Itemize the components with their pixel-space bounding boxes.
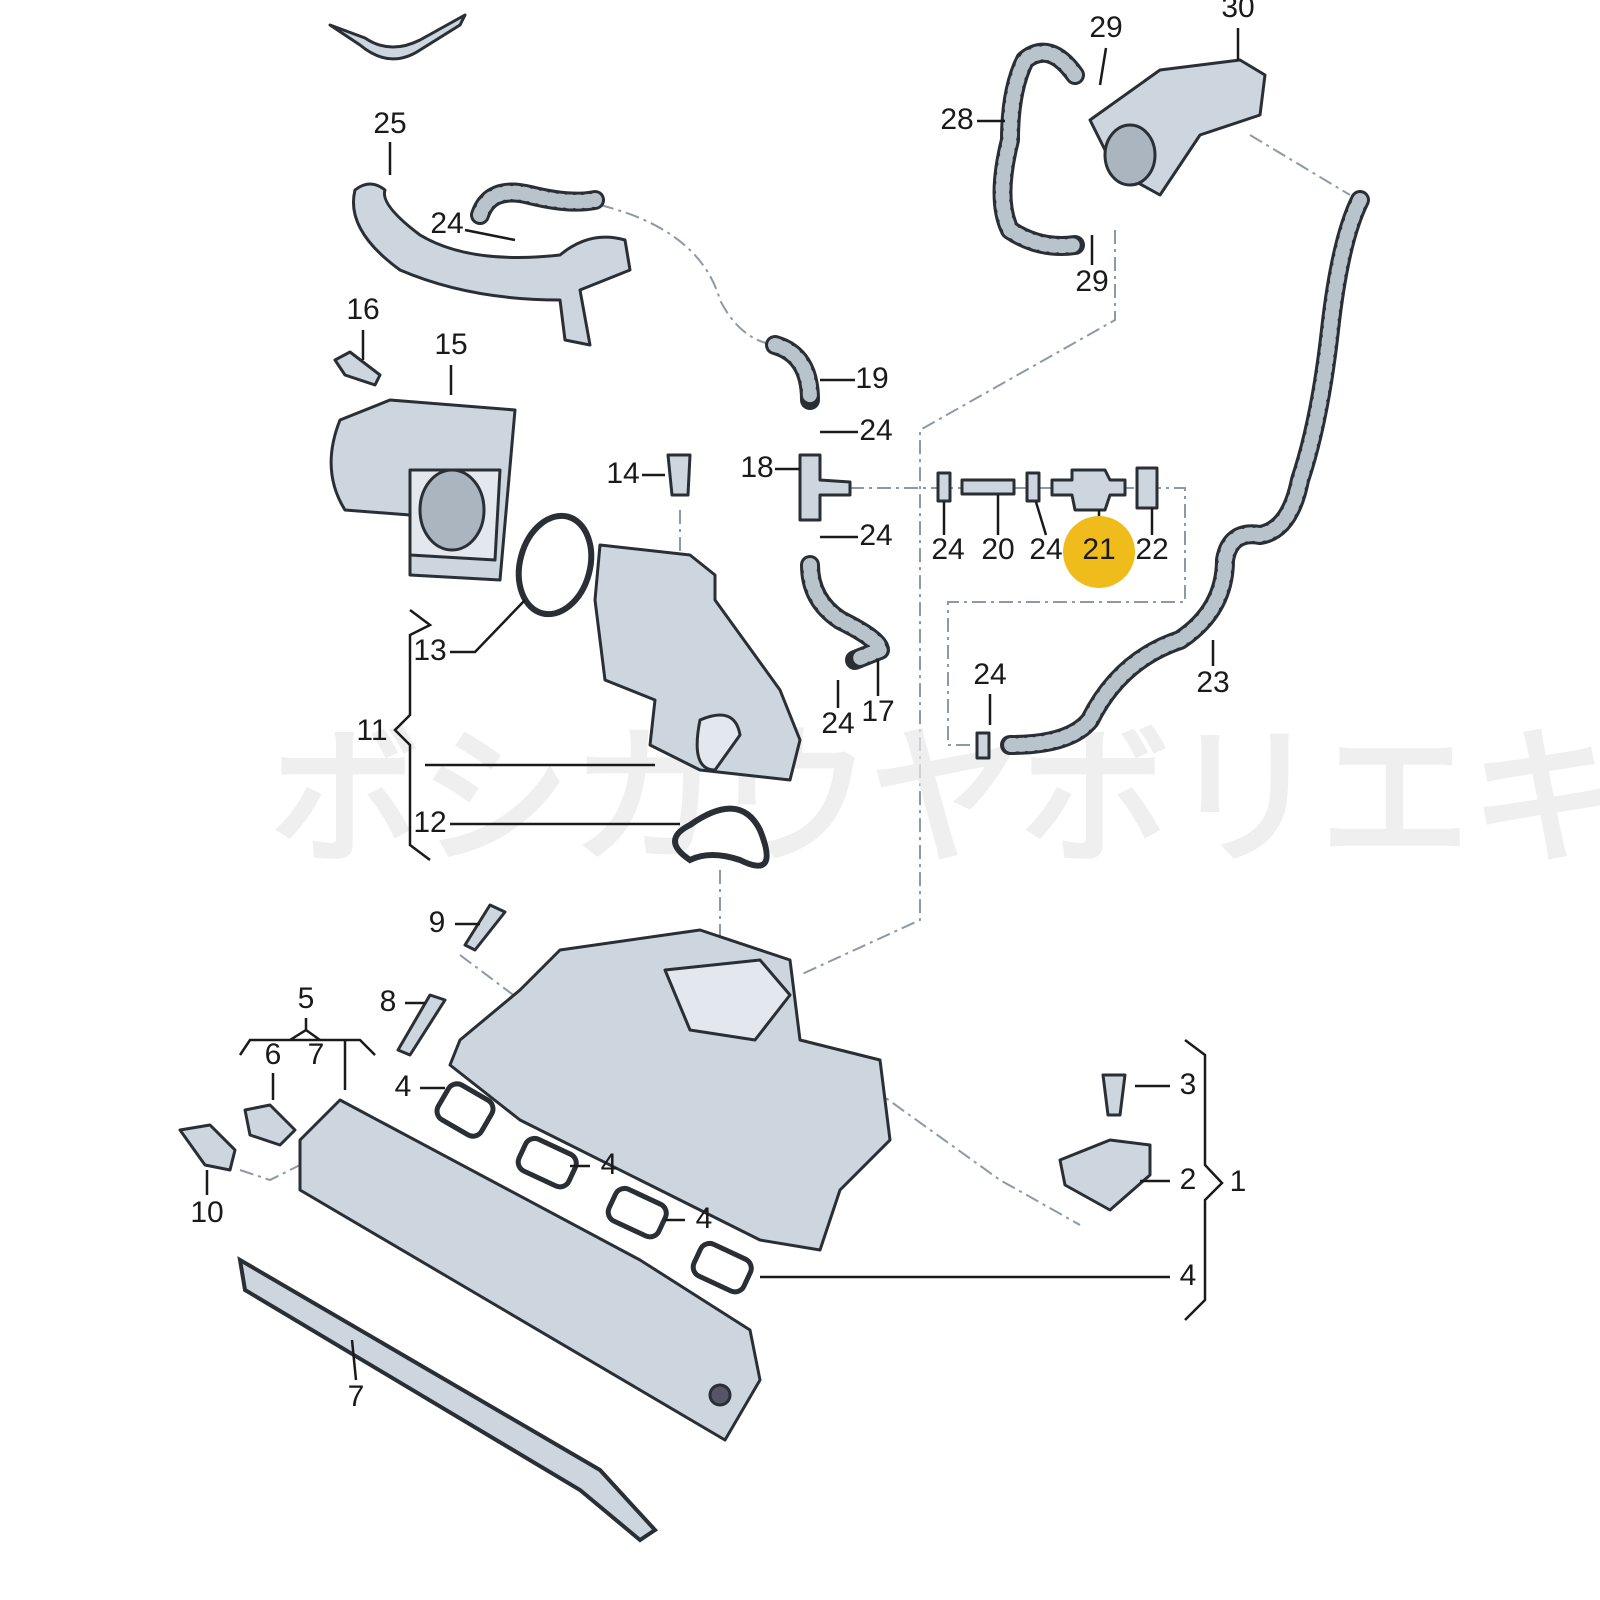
intake-pipe-25: [352, 182, 632, 347]
part-label[interactable]: 18: [740, 451, 773, 484]
part-label[interactable]: 15: [434, 328, 467, 361]
part-label[interactable]: 7: [348, 1380, 365, 1413]
lower-manifold: [298, 1098, 762, 1442]
hose-28: [992, 42, 1085, 256]
part-label[interactable]: 4: [395, 1070, 412, 1103]
part-label[interactable]: 24: [430, 207, 463, 240]
hose-upper: [470, 182, 605, 225]
part-label[interactable]: 24: [1029, 533, 1062, 566]
part-label[interactable]: 7: [308, 1038, 325, 1071]
part-label[interactable]: 2: [1180, 1163, 1197, 1196]
callout-labels[interactable]: 25 24 16 15 19 24 18 14 24 24 20 24 21 2…: [190, 0, 1254, 1413]
part-label[interactable]: 16: [346, 293, 379, 326]
part-label[interactable]: 24: [973, 658, 1006, 691]
part-label[interactable]: 11: [356, 714, 387, 747]
part-label[interactable]: 3: [1180, 1068, 1197, 1101]
part-label[interactable]: 29: [1089, 11, 1122, 44]
part-label[interactable]: 17: [861, 695, 894, 728]
part-label[interactable]: 19: [855, 362, 888, 395]
watermark-text: ボシカウヤボリエキ: [270, 712, 1600, 886]
seal-ring-13: [515, 512, 595, 618]
part-label[interactable]: 24: [821, 707, 854, 740]
hose-23: [1000, 190, 1370, 755]
gasket-7: [237, 1256, 659, 1543]
part-label[interactable]: 12: [413, 806, 446, 839]
part-label[interactable]: 1: [1230, 1165, 1247, 1198]
part-label-highlighted[interactable]: 21: [1082, 533, 1115, 566]
part-label[interactable]: 24: [859, 414, 892, 447]
part-label[interactable]: 4: [601, 1148, 618, 1181]
part-label[interactable]: 13: [413, 634, 446, 667]
hose-19-17: [765, 335, 890, 670]
part-label[interactable]: 22: [1135, 533, 1168, 566]
part-label[interactable]: 4: [1180, 1259, 1197, 1292]
clamp-top: [328, 13, 467, 61]
part-label[interactable]: 10: [190, 1196, 223, 1229]
gasket-12: [672, 805, 770, 869]
part-label[interactable]: 8: [380, 985, 397, 1018]
part-label[interactable]: 24: [931, 533, 964, 566]
part-label[interactable]: 20: [981, 533, 1014, 566]
small-parts-row: [936, 466, 1159, 760]
part-label[interactable]: 4: [696, 1202, 713, 1235]
part-label[interactable]: 24: [859, 519, 892, 552]
intake-elbow-11: [593, 543, 802, 782]
part-label[interactable]: 6: [265, 1038, 282, 1071]
leader-lines: [205, 28, 1240, 1381]
sensor-2: [1058, 1138, 1152, 1212]
part-label[interactable]: 28: [940, 103, 973, 136]
part-label[interactable]: 14: [606, 457, 639, 490]
part-label[interactable]: 9: [429, 906, 446, 939]
small-gaskets-4: [434, 1081, 754, 1295]
part-label[interactable]: 23: [1196, 666, 1229, 699]
part-label[interactable]: 29: [1075, 265, 1108, 298]
part-label[interactable]: 30: [1221, 0, 1254, 24]
part-label[interactable]: 25: [373, 107, 406, 140]
bolt-16: [333, 350, 382, 387]
highlight-circle: [1063, 516, 1135, 588]
intake-manifold-4: [448, 928, 892, 1252]
throttle-body-15: [329, 398, 517, 582]
connector-30: [1088, 58, 1267, 197]
part-label[interactable]: 5: [298, 982, 315, 1015]
sensors-6-10: [178, 1103, 297, 1172]
bolts-8-9-14-3: [396, 453, 1127, 1117]
